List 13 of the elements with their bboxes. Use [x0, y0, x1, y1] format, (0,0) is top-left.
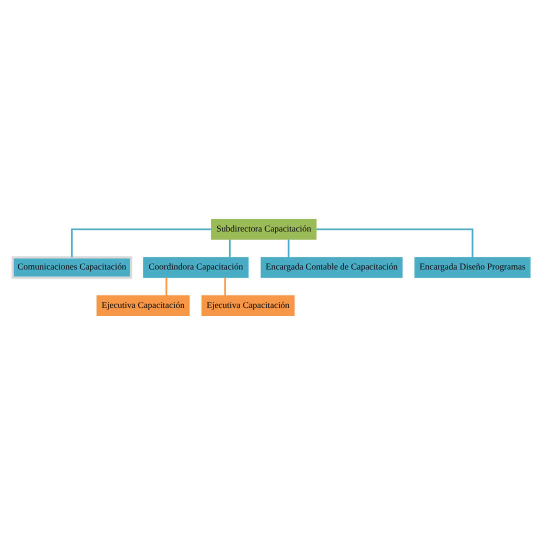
node-box: Encargada Diseño Programas — [414, 257, 531, 278]
connector — [288, 240, 290, 258]
connector — [316, 228, 474, 258]
node-box: Ejecutiva Capacitación — [202, 295, 295, 316]
connector — [71, 228, 212, 258]
node-box: Comunicaciones Capacitación — [12, 256, 132, 279]
node-box: Encargada Contable de Capacitación — [260, 257, 403, 278]
node-box: Ejecutiva Capacitación — [96, 295, 190, 316]
node-box: Coordindora Capacitación — [143, 257, 249, 278]
connector — [229, 240, 231, 258]
connector — [166, 278, 168, 296]
node-box: Subdirectora Capacitación — [211, 218, 317, 240]
connector — [224, 278, 226, 296]
